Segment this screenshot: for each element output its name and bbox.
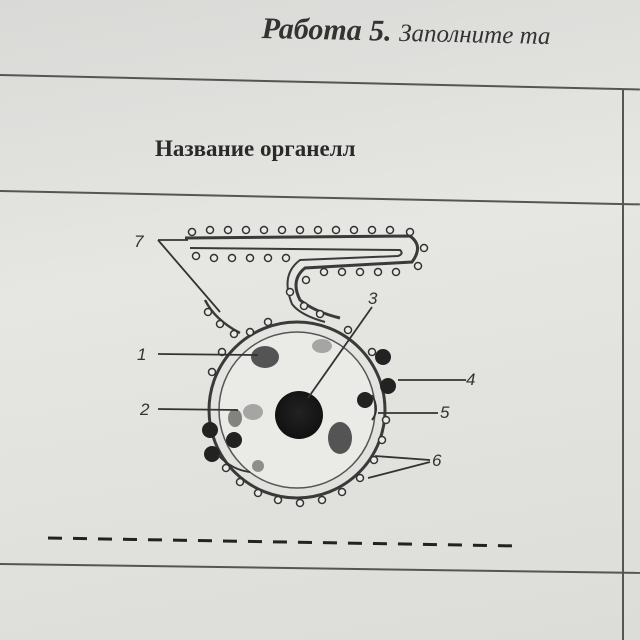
- cytoplasm-granules: [228, 339, 352, 472]
- label-4: 4: [466, 370, 475, 389]
- table-header-organelles: Название органелл: [155, 136, 356, 161]
- er-connection: [203, 299, 241, 335]
- answer-line: [47, 536, 521, 548]
- label-7: 7: [134, 232, 144, 251]
- ribosomes: [187, 225, 429, 508]
- label-5: 5: [440, 403, 450, 422]
- label-1: 1: [137, 345, 146, 364]
- endoplasmic-reticulum-inner: [189, 247, 403, 323]
- nucleus: [275, 391, 323, 439]
- organelle-1: [251, 346, 279, 368]
- label-2: 2: [139, 400, 150, 419]
- vesicles: [202, 349, 396, 462]
- leader-lines: [157, 239, 466, 479]
- vesicle-membrane: [371, 394, 377, 421]
- label-3: 3: [368, 289, 378, 308]
- endoplasmic-reticulum: [184, 234, 419, 320]
- label-6: 6: [432, 451, 442, 470]
- table-column-border: [622, 90, 624, 640]
